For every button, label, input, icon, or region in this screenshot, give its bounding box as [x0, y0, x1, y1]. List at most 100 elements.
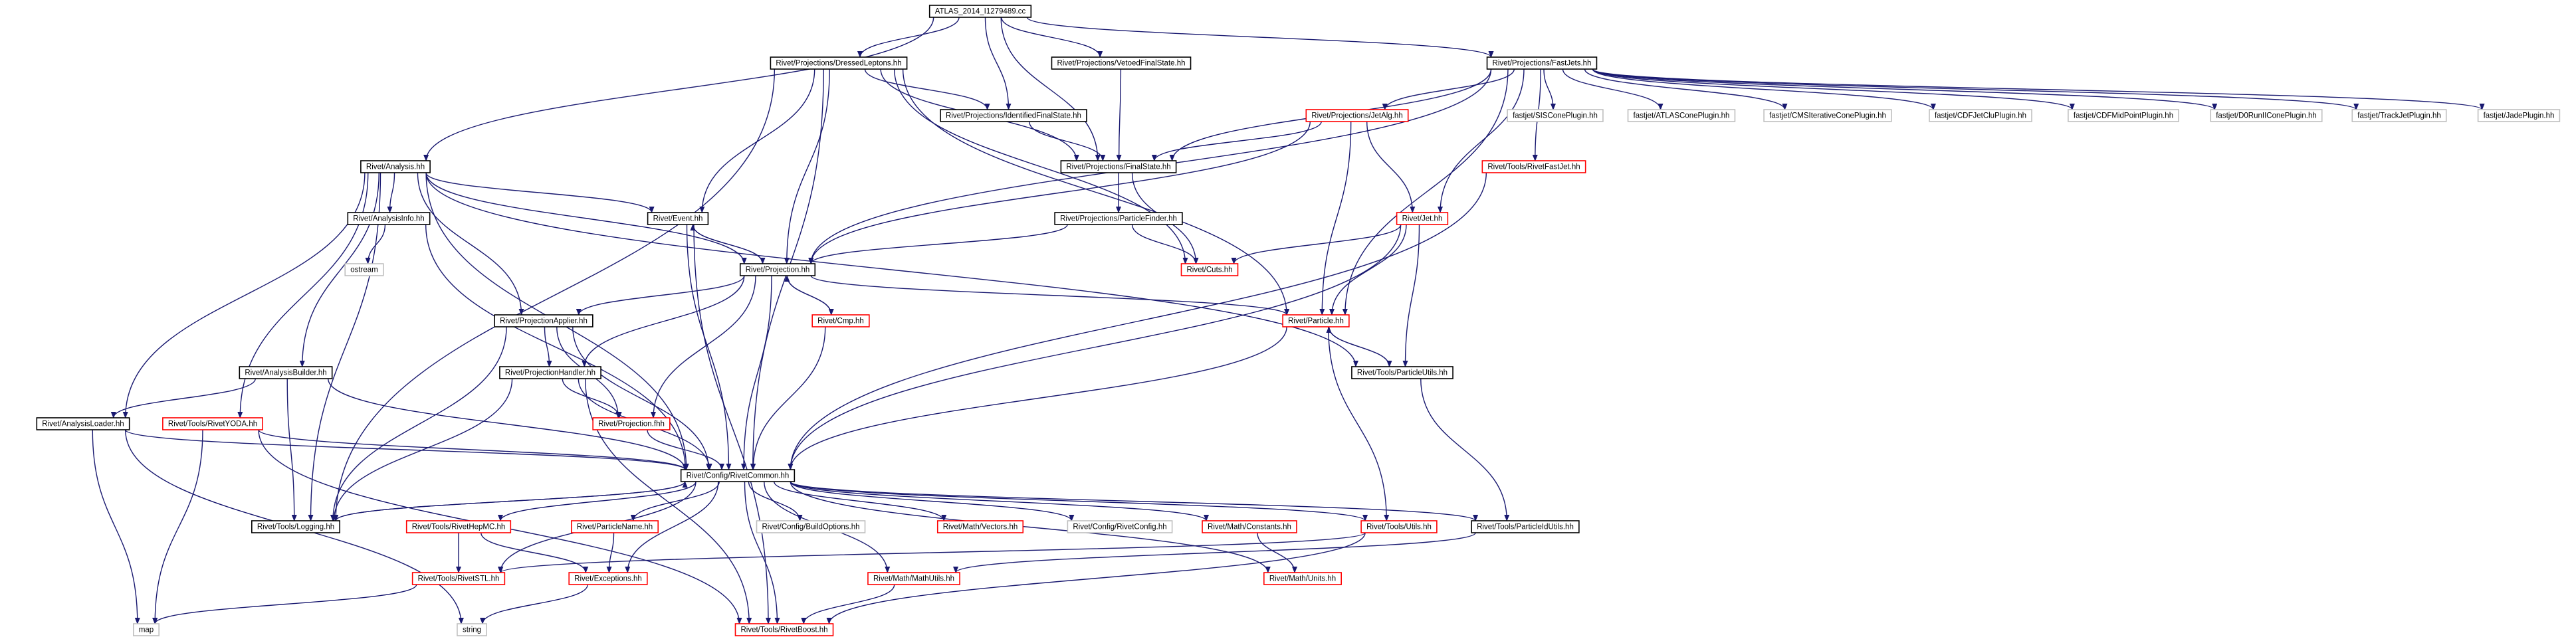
node-cmp[interactable]: Rivet/Cmp.hh [811, 314, 870, 327]
node-projhandler[interactable]: Rivet/ProjectionHandler.hh [499, 366, 601, 379]
node-atlascone[interactable]: fastjet/ATLASConePlugin.hh [1627, 109, 1736, 122]
node-projectionfhh[interactable]: Rivet/Projection.fhh [592, 417, 671, 430]
node-cdfmid[interactable]: fastjet/CDFMidPointPlugin.hh [2068, 109, 2179, 122]
node-analysis[interactable]: Rivet/Analysis.hh [360, 160, 431, 173]
edge-toolsutils-to-rivetstl [498, 532, 1366, 573]
edge-fastjets-to-cdfclu [1592, 68, 1936, 110]
node-jade[interactable]: fastjet/JadePlugin.hh [2477, 109, 2561, 122]
node-particlefinder[interactable]: Rivet/Projections/ParticleFinder.hh [1054, 212, 1183, 225]
node-label: Rivet/Projection.hh [746, 266, 810, 274]
node-box [1060, 160, 1177, 173]
node-projapplier[interactable]: Rivet/ProjectionApplier.hh [494, 314, 593, 327]
node-siscone[interactable]: fastjet/SISConePlugin.hh [1507, 109, 1604, 122]
node-box [928, 5, 1032, 18]
node-toolsutils[interactable]: Rivet/Tools/Utils.hh [1360, 520, 1438, 533]
node-map[interactable]: map [133, 623, 160, 636]
node-label: Rivet/Config/RivetConfig.hh [1073, 523, 1166, 531]
node-logging[interactable]: Rivet/Tools/Logging.hh [251, 520, 340, 533]
node-box [494, 314, 593, 327]
node-label: Rivet/Tools/Logging.hh [257, 523, 334, 531]
node-box [1486, 56, 1598, 70]
edge-projapplier-to-projhandler [544, 326, 552, 367]
node-fastjets[interactable]: Rivet/Projections/FastJets.hh [1486, 56, 1598, 70]
node-box [360, 160, 431, 173]
edge-projapplier-to-rivetcommon [572, 326, 712, 470]
edge-projection-to-projapplier [576, 275, 745, 316]
edge-fastjets-to-d0run [1592, 68, 2217, 110]
edge-root-to-identfs [984, 17, 1012, 110]
node-rivetboost[interactable]: Rivet/Tools/RivetBoost.hh [734, 623, 834, 636]
node-box [1067, 520, 1173, 533]
edge-rivetcommon-to-toolsutils [790, 481, 1368, 521]
node-analysisinfo[interactable]: Rivet/AnalysisInfo.hh [347, 212, 431, 225]
node-string[interactable]: string [457, 623, 487, 636]
node-exceptions[interactable]: Rivet/Exceptions.hh [568, 572, 648, 585]
node-cmsiter[interactable]: fastjet/CMSIterativeConePlugin.hh [1763, 109, 1892, 122]
node-box [1507, 109, 1604, 122]
node-box [499, 366, 601, 379]
node-cuts[interactable]: Rivet/Cuts.hh [1180, 263, 1239, 276]
node-ostream[interactable]: ostream [344, 263, 384, 276]
node-vectors[interactable]: Rivet/Math/Vectors.hh [936, 520, 1024, 533]
node-trackjet[interactable]: fastjet/TrackJetPlugin.hh [2351, 109, 2447, 122]
edge-jetalg-to-projection [808, 121, 1311, 264]
node-jetalg[interactable]: Rivet/Projections/JetAlg.hh [1305, 109, 1409, 122]
node-rivetconfig[interactable]: Rivet/Config/RivetConfig.hh [1067, 520, 1173, 533]
edge-analysisloader-to-rivetcommon [124, 429, 688, 470]
edge-analysis-to-rivetyoda [237, 172, 369, 418]
node-units[interactable]: Rivet/Math/Units.hh [1263, 572, 1342, 585]
node-rivetfastjet[interactable]: Rivet/Tools/RivetFastJet.hh [1481, 160, 1586, 173]
node-box [239, 366, 333, 379]
node-cdfclu[interactable]: fastjet/CDFJetCluPlugin.hh [1929, 109, 2032, 122]
node-root[interactable]: ATLAS_2014_I1279489.cc [928, 5, 1032, 18]
node-label: Rivet/Event.hh [653, 215, 703, 223]
node-particleidutils[interactable]: Rivet/Tools/ParticleIdUtils.hh [1471, 520, 1580, 533]
node-label: fastjet/JadePlugin.hh [2484, 112, 2555, 120]
node-rivetcommon[interactable]: Rivet/Config/RivetCommon.hh [680, 469, 796, 482]
node-mathutils[interactable]: Rivet/Math/MathUtils.hh [867, 572, 960, 585]
node-box [1180, 263, 1239, 276]
node-label: Rivet/ParticleName.hh [577, 523, 653, 531]
node-label: Rivet/Config/BuildOptions.hh [762, 523, 859, 531]
edge-analysisloader-to-map [92, 429, 140, 624]
edge-projection-to-projectionfhh [651, 275, 756, 418]
edge-toolsutils-to-rivetboost [826, 532, 1366, 624]
edge-fastjets-to-jet [1438, 68, 1525, 213]
node-finalstate[interactable]: Rivet/Projections/FinalState.hh [1060, 160, 1177, 173]
edge-jet-to-particle [1329, 224, 1407, 316]
edge-rivetcommon-to-buildoptions [748, 481, 803, 521]
node-analysisloader[interactable]: Rivet/AnalysisLoader.hh [36, 417, 130, 430]
node-jet[interactable]: Rivet/Jet.hh [1396, 212, 1449, 225]
node-box [162, 417, 263, 430]
node-dressed[interactable]: Rivet/Projections/DressedLeptons.hh [770, 56, 908, 70]
node-buildoptions[interactable]: Rivet/Config/BuildOptions.hh [756, 520, 866, 533]
edge-vetoedfs-to-finalstate [1116, 68, 1122, 161]
node-box [739, 263, 816, 276]
node-particlename[interactable]: Rivet/ParticleName.hh [570, 520, 659, 533]
node-label: Rivet/Math/Constants.hh [1208, 523, 1291, 531]
edge-rivetcommon-to-rivetboost [744, 481, 780, 624]
node-label: Rivet/Projections/VetoedFinalState.hh [1057, 60, 1185, 68]
edge-analysisinfo-to-rivetcommon [425, 224, 689, 470]
node-analysisbuilder[interactable]: Rivet/AnalysisBuilder.hh [239, 366, 333, 379]
edge-rivetcommon-to-rivethepmc [498, 481, 697, 521]
node-event[interactable]: Rivet/Event.hh [647, 212, 709, 225]
edge-dressed-to-identfs [864, 68, 990, 110]
node-box [936, 520, 1024, 533]
node-box [1202, 520, 1297, 533]
node-label: Rivet/AnalysisInfo.hh [353, 215, 424, 223]
node-projection[interactable]: Rivet/Projection.hh [739, 263, 816, 276]
edge-projection-to-event [690, 224, 764, 264]
edge-projection-to-particle [810, 275, 1289, 316]
node-identfs[interactable]: Rivet/Projections/IdentifiedFinalState.h… [940, 109, 1087, 122]
node-rivethepmc[interactable]: Rivet/Tools/RivetHepMC.hh [405, 520, 512, 533]
node-particle[interactable]: Rivet/Particle.hh [1282, 314, 1350, 327]
node-vetoedfs[interactable]: Rivet/Projections/VetoedFinalState.hh [1051, 56, 1192, 70]
edge-rivetcommon-to-units [790, 481, 1271, 573]
node-rivetstl[interactable]: Rivet/Tools/RivetSTL.hh [411, 572, 506, 585]
node-particleutils[interactable]: Rivet/Tools/ParticleUtils.hh [1351, 366, 1453, 379]
node-constants[interactable]: Rivet/Math/Constants.hh [1202, 520, 1297, 533]
node-d0run[interactable]: fastjet/D0RunIIConePlugin.hh [2210, 109, 2323, 122]
edge-analysis-to-logging [308, 172, 381, 521]
node-rivetyoda[interactable]: Rivet/Tools/RivetYODA.hh [162, 417, 263, 430]
